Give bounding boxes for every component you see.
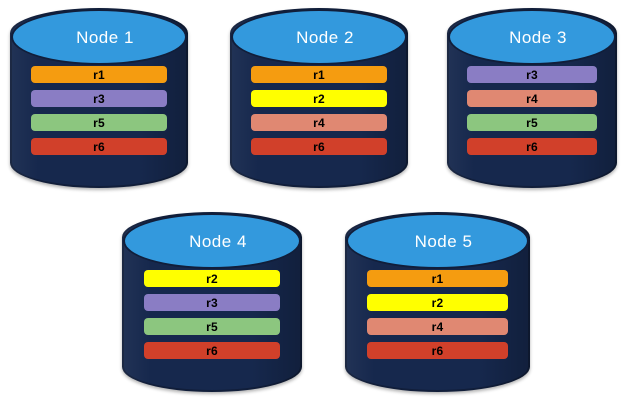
record-bar-r4[interactable]: r4 — [251, 114, 387, 131]
record-bar-r3[interactable]: r3 — [31, 90, 167, 107]
record-label: r6 — [431, 343, 444, 358]
record-label: r6 — [93, 139, 105, 154]
record-bar-r2[interactable]: r2 — [143, 270, 281, 287]
cylinder-top-ellipse: Node 4 — [123, 213, 301, 269]
record-label: r3 — [526, 67, 538, 82]
record-label: r2 — [313, 91, 325, 106]
database-node-1[interactable]: Node 1 r1 r3 r5 r6 — [10, 8, 188, 188]
record-label: r6 — [526, 139, 538, 154]
record-bar-r6[interactable]: r6 — [367, 342, 508, 359]
record-bar-r1[interactable]: r1 — [31, 66, 167, 83]
record-label: r6 — [313, 139, 325, 154]
node-title: Node 2 — [296, 27, 354, 47]
node-title: Node 3 — [509, 27, 567, 47]
record-label: r4 — [431, 319, 444, 334]
record-label: r2 — [431, 295, 444, 310]
cylinder-top-ellipse: Node 2 — [231, 9, 407, 65]
cylinder-top-ellipse: Node 1 — [11, 9, 187, 65]
record-label: r1 — [313, 67, 325, 82]
record-bar-r4[interactable]: r4 — [467, 90, 597, 107]
record-list: r2 r3 r5 r6 — [122, 270, 302, 359]
record-label: r5 — [206, 319, 218, 334]
record-label: r6 — [206, 343, 218, 358]
record-bar-r6[interactable]: r6 — [31, 138, 167, 155]
record-bar-r2[interactable]: r2 — [367, 294, 508, 311]
record-bar-r1[interactable]: r1 — [251, 66, 387, 83]
record-label: r3 — [93, 91, 105, 106]
record-label: r5 — [93, 115, 105, 130]
cylinder-top-ellipse: Node 5 — [346, 213, 529, 269]
record-bar-r5[interactable]: r5 — [143, 318, 281, 335]
record-bar-r6[interactable]: r6 — [467, 138, 597, 155]
node-title: Node 1 — [76, 27, 134, 47]
node-title: Node 5 — [414, 231, 473, 251]
record-bar-r5[interactable]: r5 — [467, 114, 597, 131]
record-label: r2 — [206, 271, 218, 286]
record-label: r4 — [526, 91, 538, 106]
record-bar-r2[interactable]: r2 — [251, 90, 387, 107]
record-bar-r3[interactable]: r3 — [467, 66, 597, 83]
record-bar-r5[interactable]: r5 — [31, 114, 167, 131]
record-list: r1 r3 r5 r6 — [10, 66, 188, 155]
node-title: Node 4 — [189, 231, 247, 251]
record-label: r3 — [206, 295, 218, 310]
database-node-2[interactable]: Node 2 r1 r2 r4 r6 — [230, 8, 408, 188]
record-label: r5 — [526, 115, 538, 130]
record-bar-r3[interactable]: r3 — [143, 294, 281, 311]
record-label: r1 — [431, 271, 444, 286]
record-list: r1 r2 r4 r6 — [230, 66, 408, 155]
record-bar-r6[interactable]: r6 — [143, 342, 281, 359]
database-node-5[interactable]: Node 5 r1 r2 r4 r6 — [345, 212, 530, 392]
database-node-4[interactable]: Node 4 r2 r3 r5 r6 — [122, 212, 302, 392]
record-label: r1 — [93, 67, 105, 82]
record-list: r1 r2 r4 r6 — [345, 270, 530, 359]
cylinder-top-ellipse: Node 3 — [448, 9, 616, 65]
record-bar-r6[interactable]: r6 — [251, 138, 387, 155]
database-node-3[interactable]: Node 3 r3 r4 r5 r6 — [447, 8, 617, 188]
record-bar-r1[interactable]: r1 — [367, 270, 508, 287]
record-label: r4 — [313, 115, 325, 130]
record-bar-r4[interactable]: r4 — [367, 318, 508, 335]
record-list: r3 r4 r5 r6 — [447, 66, 617, 155]
